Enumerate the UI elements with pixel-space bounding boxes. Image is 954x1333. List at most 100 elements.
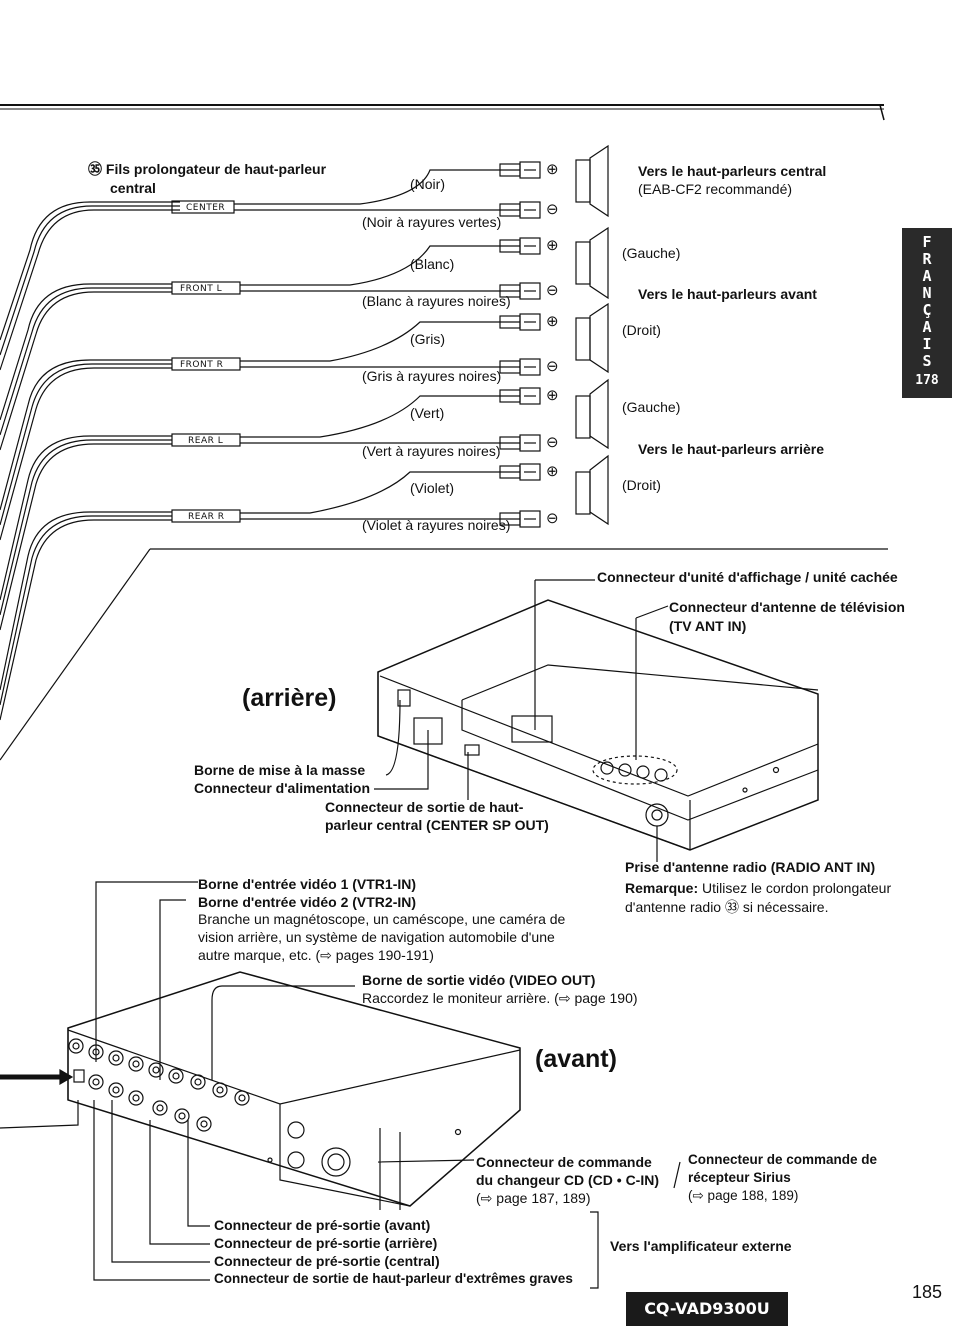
wire-plug-icon: [499, 358, 541, 376]
polarity-plus-icon: ⊕: [546, 237, 559, 254]
front-heading: (avant): [535, 1045, 617, 1073]
color-gris-noires: (Gris à rayures noires): [362, 368, 502, 384]
speaker-front-right: (Droit): [622, 322, 661, 338]
rca-jack-icon: [128, 1090, 144, 1106]
color-violet: (Violet): [410, 480, 455, 496]
front-video-out-desc: Raccordez le moniteur arrière. (⇨ page 1…: [362, 990, 638, 1006]
polarity-plus-icon: ⊕: [546, 161, 559, 178]
speaker-rear-right: (Droit): [622, 477, 661, 493]
rca-jack-icon: [108, 1082, 124, 1098]
model-badge: CQ-VAD9300U: [626, 1292, 788, 1326]
side-tab-letter: I: [922, 335, 932, 353]
color-blanc-noires: (Blanc à rayures noires): [362, 293, 511, 309]
rear-power: Connecteur d'alimentation: [194, 780, 371, 796]
rca-jack-icon: [128, 1056, 144, 1072]
side-tab-letter: F: [922, 233, 932, 251]
front-subwoofer: Connecteur de sortie de haut-parleur d'e…: [214, 1271, 573, 1286]
rca-jack-icon: [68, 1038, 84, 1054]
tag-rear-r: REAR R: [188, 512, 225, 522]
wire-title-line2: central: [110, 180, 156, 196]
rca-jack-icon: [108, 1050, 124, 1066]
rear-heading: (arrière): [242, 684, 337, 712]
tag-rear-l: REAR L: [188, 436, 224, 446]
rca-jack-icon: [234, 1090, 250, 1106]
remark-text-2: d'antenne radio ㉝ si nécessaire.: [625, 899, 829, 915]
wire-plug-icon: [499, 237, 541, 255]
front-video1: Borne d'entrée vidéo 1 (VTR1-IN): [198, 876, 417, 892]
color-noir-vertes: (Noir à rayures vertes): [362, 214, 502, 230]
circled-number: ㉟: [88, 161, 102, 177]
rear-tv-antenna-line1: Connecteur d'antenne de télévision: [669, 599, 905, 615]
tag-front-r: FRONT R: [180, 360, 224, 370]
wire-plug-icon: [499, 161, 541, 179]
rear-radio-ant: Prise d'antenne radio (RADIO ANT IN): [625, 859, 876, 875]
polarity-plus-icon: ⊕: [546, 313, 559, 330]
rca-jack-icon: [152, 1100, 168, 1116]
wire-title-line1: Fils prolongateur de haut-parleur: [105, 161, 327, 177]
side-tab-letter: R: [922, 250, 932, 268]
speaker-center-note: (EAB-CF2 recommandé): [638, 181, 793, 197]
rca-jack-icon: [212, 1082, 228, 1098]
speaker-rear-title: Vers le haut-parleurs arrière: [638, 441, 824, 457]
rear-center-sp-line2: parleur central (CENTER SP OUT): [325, 817, 549, 833]
side-tab-letter: S: [922, 352, 932, 370]
rca-jack-icon: [148, 1062, 164, 1078]
rear-remark: Remarque: Utilisez le cordon prolongateu…: [625, 880, 891, 897]
front-video-desc-2: vision arrière, un système de navigation…: [198, 929, 555, 945]
front-pre-center: Connecteur de pré-sortie (central): [214, 1253, 440, 1269]
polarity-minus-icon: ⊖: [546, 358, 559, 375]
front-video-desc-1: Branche un magnétoscope, un caméscope, u…: [198, 911, 566, 927]
rca-jack-icon: [196, 1116, 212, 1132]
front-cd-line2: du changeur CD (CD • C-IN): [476, 1172, 660, 1188]
remark-text-1: Utilisez le cordon prolongateur: [702, 880, 892, 896]
side-tab-letter: N: [922, 284, 932, 302]
page-number: 185: [912, 1282, 943, 1302]
color-violet-noires: (Violet à rayures noires): [362, 517, 511, 533]
side-tab-number: 178: [915, 373, 939, 388]
front-video2: Borne d'entrée vidéo 2 (VTR2-IN): [198, 894, 417, 910]
rear-tv-antenna-line2: (TV ANT IN): [669, 618, 747, 634]
speaker-front-title: Vers le haut-parleurs avant: [638, 286, 817, 302]
wire-plug-icon: [499, 434, 541, 452]
polarity-plus-icon: ⊕: [546, 463, 559, 480]
front-sirius-line1: Connecteur de commande de: [688, 1152, 878, 1167]
wire-plug-icon: [499, 282, 541, 300]
front-sirius-page: (⇨ page 188, 189): [688, 1188, 799, 1203]
rca-jack-icon: [168, 1068, 184, 1084]
wire-plug-icon: [499, 510, 541, 528]
polarity-minus-icon: ⊖: [546, 510, 559, 527]
wire-title: ㉟ Fils prolongateur de haut-parleur: [88, 161, 326, 178]
color-vert-noires: (Vert à rayures noires): [362, 443, 501, 459]
rear-center-sp-line1: Connecteur de sortie de haut-: [325, 799, 524, 815]
rca-jack-icon: [190, 1074, 206, 1090]
side-tab-letter: A: [922, 267, 932, 285]
front-video-desc-3: autre marque, etc. (⇨ pages 190-191): [198, 947, 434, 963]
rear-ground: Borne de mise à la masse: [194, 762, 366, 778]
speaker-center-title: Vers le haut-parleurs central: [638, 163, 827, 179]
wire-plug-icon: [499, 313, 541, 331]
rca-jack-icon: [88, 1074, 104, 1090]
rear-display-connector: Connecteur d'unité d'affichage / unité c…: [597, 569, 898, 585]
speaker-front-left: (Gauche): [622, 245, 681, 261]
front-pre-front: Connecteur de pré-sortie (avant): [214, 1217, 431, 1233]
wire-plug-icon: [499, 387, 541, 405]
polarity-plus-icon: ⊕: [546, 387, 559, 404]
front-amp: Vers l'amplificateur externe: [610, 1238, 792, 1254]
color-noir: (Noir): [410, 176, 445, 192]
polarity-minus-icon: ⊖: [546, 282, 559, 299]
front-video-out: Borne de sortie vidéo (VIDEO OUT): [362, 972, 596, 988]
color-blanc: (Blanc): [410, 256, 455, 272]
speaker-rear-left: (Gauche): [622, 399, 681, 415]
front-sirius-line2: récepteur Sirius: [688, 1170, 791, 1185]
front-pre-rear: Connecteur de pré-sortie (arrière): [214, 1235, 438, 1251]
polarity-minus-icon: ⊖: [546, 201, 559, 218]
polarity-minus-icon: ⊖: [546, 434, 559, 451]
rca-jack-icon: [174, 1108, 190, 1124]
wire-plug-icon: [499, 463, 541, 481]
tag-front-l: FRONT L: [180, 284, 223, 294]
color-vert: (Vert): [410, 405, 445, 421]
remark-label: Remarque:: [625, 880, 699, 896]
color-gris: (Gris): [410, 331, 445, 347]
front-cd-line1: Connecteur de commande: [476, 1154, 652, 1170]
